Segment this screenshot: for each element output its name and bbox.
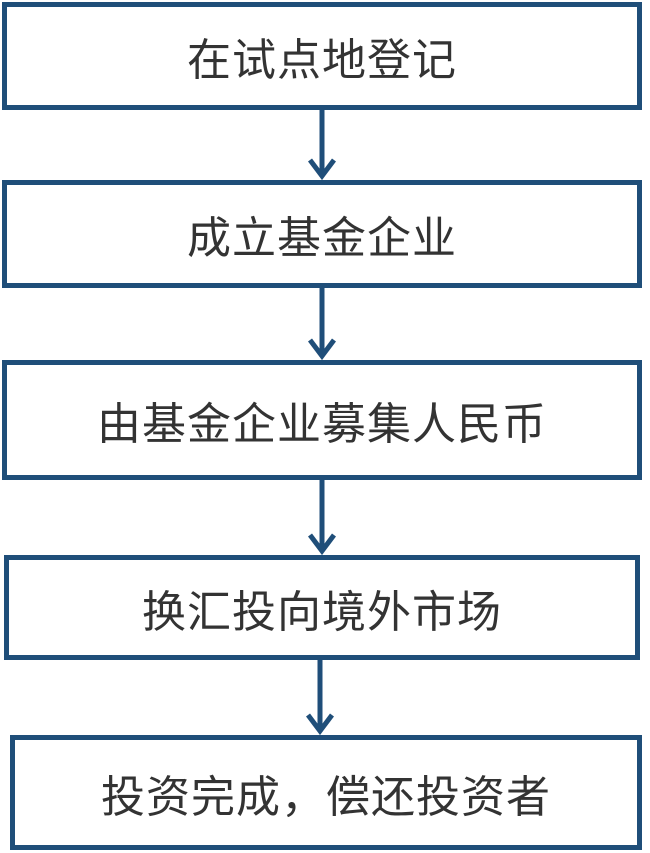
arrow-down-icon	[306, 660, 334, 736]
step-label: 换汇投向境外市场	[142, 586, 502, 638]
step-raise-rmb: 由基金企业募集人民币	[2, 360, 642, 480]
arrow-down-icon	[308, 110, 336, 181]
step-complete-repay-investors: 投资完成，偿还投资者	[10, 735, 642, 850]
step-establish-fund-enterprise: 成立基金企业	[2, 180, 642, 288]
step-exchange-invest-overseas: 换汇投向境外市场	[4, 555, 640, 660]
arrow-down-icon	[308, 288, 336, 361]
step-label: 由基金企业募集人民币	[97, 399, 547, 450]
step-label: 投资完成，偿还投资者	[101, 771, 551, 823]
arrow-down-icon	[308, 480, 336, 556]
step-label: 成立基金企业	[187, 213, 457, 264]
step-label: 在试点地登记	[187, 35, 457, 86]
step-register-at-pilot: 在试点地登记	[2, 2, 642, 110]
